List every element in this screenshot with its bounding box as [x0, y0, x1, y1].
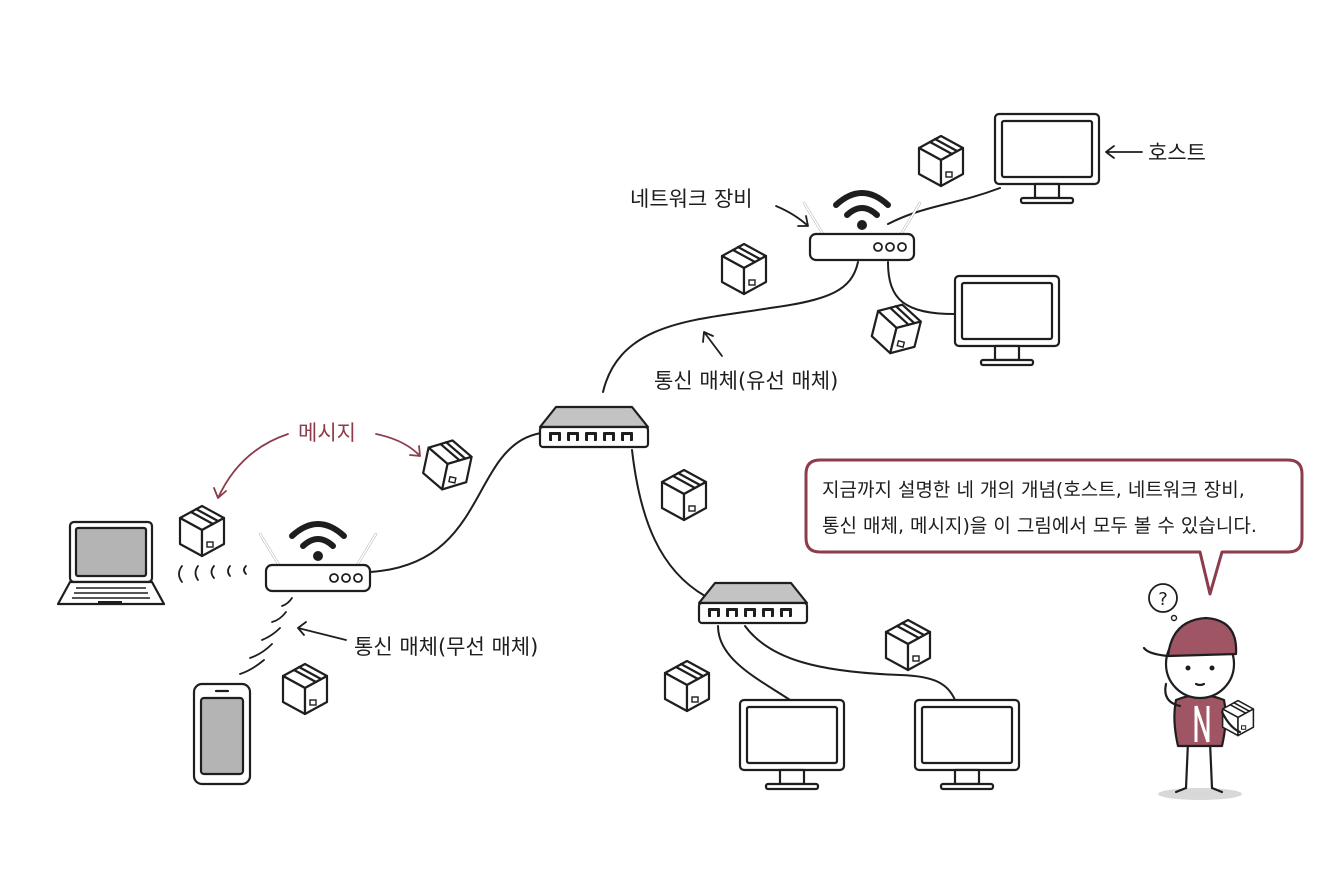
- speech-bubble-outline: [804, 458, 1304, 596]
- wireless-medium-arrow: [297, 621, 347, 641]
- wired-medium-label: 통신 매체(유선 매체): [654, 369, 838, 393]
- speech-bubble: 지금까지 설명한 네 개의 개념(호스트, 네트워크 장비, 통신 매체, 메시…: [804, 458, 1304, 596]
- smartphone-icon: [192, 682, 252, 786]
- packet-box-icon: [884, 618, 932, 672]
- wireless-signal-phone: [239, 597, 293, 675]
- packet-box-icon: [178, 504, 226, 558]
- message-label: 메시지: [298, 421, 356, 445]
- switch-icon: [538, 405, 650, 449]
- packet-box-icon: [720, 242, 768, 296]
- wire-switch1-router2: [602, 261, 859, 393]
- monitor-icon: [993, 112, 1101, 205]
- host-label: 호스트: [1148, 141, 1206, 165]
- wired-medium-arrow: [702, 331, 723, 357]
- monitor-icon: [953, 274, 1061, 367]
- switch-icon: [697, 581, 809, 625]
- wire-switch2-host-right: [744, 625, 956, 701]
- laptop-icon: [56, 520, 166, 606]
- question-mark: ?: [1158, 589, 1168, 610]
- wire-switch2-host-left: [717, 625, 791, 701]
- packet-box-icon: [281, 662, 329, 716]
- router-icon: [804, 193, 920, 260]
- packet-box-icon: [663, 659, 711, 713]
- monitor-icon: [738, 698, 846, 791]
- wire-router2-host-right: [887, 261, 956, 315]
- question-bubble: [1148, 583, 1178, 613]
- network-device-label: 네트워크 장비: [630, 187, 753, 211]
- character-illustration: ?: [1142, 583, 1255, 800]
- monitor-icon: [913, 698, 1021, 791]
- wire-router-switch1: [369, 432, 542, 573]
- wireless-signal-laptop: [178, 565, 247, 583]
- network-device-arrow: [775, 205, 809, 227]
- router-icon: [260, 524, 376, 591]
- wired-connections: [369, 187, 1001, 701]
- speech-bubble-line2: 통신 매체, 메시지)을 이 그림에서 모두 볼 수 있습니다.: [822, 515, 1257, 537]
- message-arrow-right: [375, 433, 421, 457]
- wireless-medium-label: 통신 매체(무선 매체): [354, 635, 538, 659]
- speech-bubble-line1: 지금까지 설명한 네 개의 개념(호스트, 네트워크 장비,: [822, 479, 1245, 501]
- packet-box-icon: [660, 468, 708, 522]
- host-arrow: [1105, 145, 1143, 159]
- packet-box-icon: [419, 434, 476, 496]
- message-arrow-left: [213, 433, 289, 499]
- packet-box-icon: [917, 134, 965, 188]
- wire-router2-host-top: [887, 187, 1001, 225]
- wire-switch1-switch2: [631, 449, 706, 597]
